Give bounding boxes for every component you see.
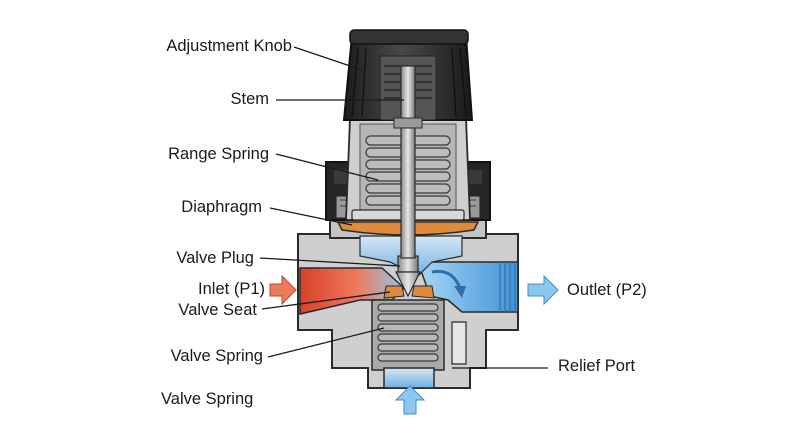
- label-outlet: Outlet (P2): [567, 281, 647, 299]
- inlet-arrow-icon: [269, 274, 297, 306]
- flow-direction-arrow: [431, 269, 462, 289]
- valve-spring: [377, 303, 439, 362]
- leader-lines: [259, 46, 548, 369]
- label-range-spring: Range Spring: [168, 145, 269, 163]
- stem-rod: [400, 65, 416, 259]
- label-valve-spring: Valve Spring: [170, 347, 263, 365]
- bottom-port: [383, 367, 435, 389]
- label-relief-port: Relief Port: [558, 357, 636, 375]
- outlet-arrow-icon: [527, 274, 559, 306]
- label-valve-plug: Valve Plug: [176, 249, 254, 267]
- label-valve-seat: Valve Seat: [178, 301, 257, 319]
- relief-port-channel: [451, 321, 467, 365]
- bottom-inlet-arrow-icon: [394, 385, 426, 415]
- label-diaphragm: Diaphragm: [181, 198, 262, 216]
- label-stem: Stem: [230, 90, 269, 108]
- flow-arrowhead: [454, 286, 466, 298]
- label-inlet: Inlet (P1): [198, 280, 265, 298]
- stem-nut: [393, 117, 423, 129]
- label-adjustment-knob: Adjustment Knob: [166, 37, 292, 55]
- valve-seat-shape: [383, 285, 435, 299]
- label-valve-spring-bottom: Valve Spring: [161, 390, 254, 408]
- outlet-threads: [499, 262, 516, 312]
- valve-plug: [395, 255, 421, 298]
